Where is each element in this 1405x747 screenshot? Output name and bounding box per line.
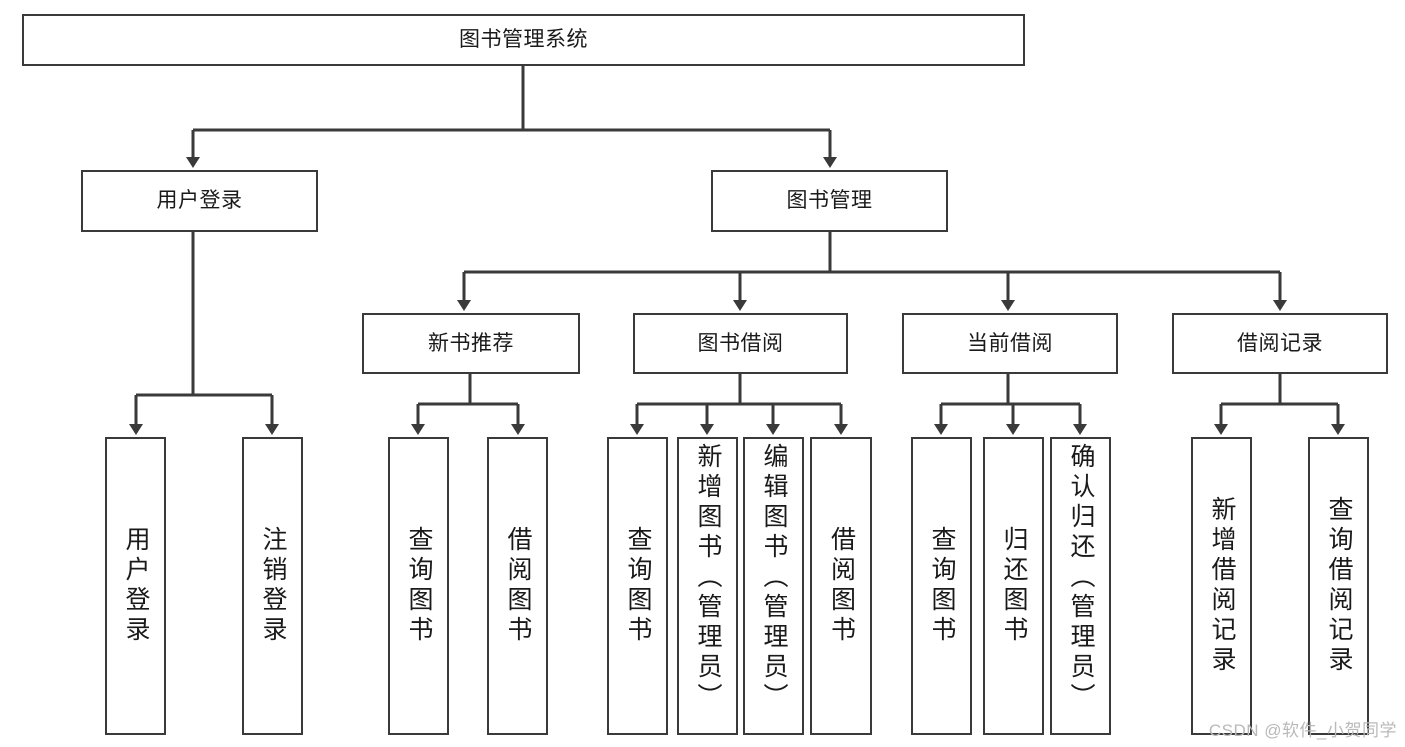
node-label: 借阅记录 <box>1237 331 1323 355</box>
edges-bookmgmt-to-level3 <box>457 232 1287 311</box>
edges-recommend-to-leaves <box>411 374 525 435</box>
node-leaf-confirm-return-admin[interactable]: 确认归还（管理员） <box>1050 437 1111 735</box>
node-leaf-query-borrow-record[interactable]: 查询借阅记录 <box>1308 437 1369 735</box>
node-label: 确认归还（管理员） <box>1067 443 1095 713</box>
node-user-login[interactable]: 用户登录 <box>81 170 318 232</box>
node-borrow-record[interactable]: 借阅记录 <box>1172 313 1388 374</box>
node-label: 图书管理系统 <box>459 28 588 52</box>
node-label: 归还图书 <box>1000 526 1028 646</box>
node-label: 当前借阅 <box>967 331 1053 355</box>
node-leaf-return-book[interactable]: 归还图书 <box>983 437 1044 735</box>
node-book-borrow[interactable]: 图书借阅 <box>633 313 848 374</box>
node-label: 借阅图书 <box>504 526 532 646</box>
node-label: 用户登录 <box>156 189 243 213</box>
node-leaf-borrow-book[interactable]: 借阅图书 <box>810 437 872 735</box>
edges-userlogin-to-leaves <box>129 232 279 435</box>
node-leaf-borrow-book-recommend[interactable]: 借阅图书 <box>487 437 548 735</box>
node-label: 新增图书（管理员） <box>694 443 722 713</box>
node-label: 图书管理 <box>786 189 873 213</box>
node-leaf-add-book-admin[interactable]: 新增图书（管理员） <box>677 437 738 735</box>
node-label: 新增借阅记录 <box>1208 496 1236 676</box>
node-leaf-query-book-recommend[interactable]: 查询图书 <box>388 437 449 735</box>
node-current-borrow[interactable]: 当前借阅 <box>902 313 1118 374</box>
node-label: 编辑图书（管理员） <box>760 443 788 713</box>
node-book-management[interactable]: 图书管理 <box>711 170 948 232</box>
node-root-system[interactable]: 图书管理系统 <box>22 14 1025 66</box>
node-label: 图书借阅 <box>697 331 784 355</box>
watermark-text: CSDN @软件_小贺同学 <box>1208 721 1397 740</box>
edges-root-to-level2 <box>186 66 837 168</box>
node-leaf-query-book-current[interactable]: 查询图书 <box>911 437 972 735</box>
node-label: 查询图书 <box>624 526 652 646</box>
node-label: 用户登录 <box>122 526 150 646</box>
node-leaf-add-borrow-record[interactable]: 新增借阅记录 <box>1191 437 1252 735</box>
node-new-book-recommend[interactable]: 新书推荐 <box>362 313 580 374</box>
edges-record-to-leaves <box>1214 374 1345 435</box>
node-leaf-edit-book-admin[interactable]: 编辑图书（管理员） <box>743 437 804 735</box>
node-label: 注销登录 <box>259 526 287 646</box>
node-label: 查询图书 <box>928 526 956 646</box>
node-leaf-user-logout[interactable]: 注销登录 <box>242 437 303 735</box>
node-label: 查询借阅记录 <box>1325 496 1353 676</box>
node-label: 借阅图书 <box>827 526 856 646</box>
edges-current-to-leaves <box>934 374 1087 435</box>
node-leaf-query-book-borrow[interactable]: 查询图书 <box>607 437 668 735</box>
node-label: 新书推荐 <box>428 331 514 355</box>
edges-borrow-to-leaves <box>630 374 848 435</box>
node-leaf-user-login[interactable]: 用户登录 <box>105 437 166 735</box>
node-label: 查询图书 <box>405 526 433 646</box>
